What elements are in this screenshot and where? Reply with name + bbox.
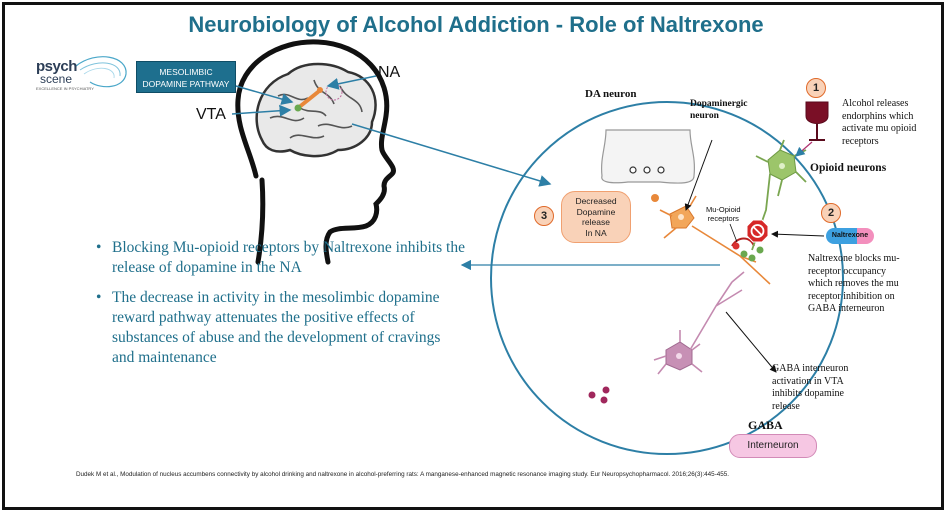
- stop-sign-icon: [746, 219, 769, 243]
- zoom-circle: [490, 101, 844, 455]
- wine-glass-icon: [805, 101, 829, 141]
- step-3-badge: 3: [534, 206, 554, 226]
- gaba-text-line-1: GABA interneuron: [772, 363, 849, 374]
- step-2-line-2: receptor occupancy: [808, 265, 887, 277]
- step-2-line-4: receptor inhibition on: [808, 290, 895, 302]
- step-2-text: Naltrexone blocks mu- receptor occupancy…: [808, 253, 900, 316]
- opioid-neurons-label: Opioid neurons: [810, 162, 887, 174]
- step-2-line-1: Naltrexone blocks mu-: [808, 253, 900, 264]
- bullet-dot-icon: •: [96, 239, 102, 256]
- step-1-line-4: receptors: [842, 135, 879, 147]
- decreased-line-2: Dopamine: [576, 206, 616, 217]
- step-2-line-5: GABA interneuron: [808, 303, 885, 314]
- dopaminergic-line-2: neuron: [690, 111, 719, 121]
- mu-opioid-line-2: receptors: [707, 214, 739, 223]
- page-title: Neurobiology of Alcohol Addiction - Role…: [188, 12, 764, 37]
- bullet-item: • Blocking Mu-opioid receptors by Naltre…: [96, 238, 466, 278]
- naltrexone-pill: Naltrexone: [826, 228, 874, 244]
- mesolimbic-line-2: DOPAMINE PATHWAY: [142, 79, 230, 89]
- step-2-line-3: which removes the mu: [808, 278, 899, 289]
- gaba-text-line-4: release: [772, 400, 800, 412]
- da-neuron-icon: [600, 129, 696, 184]
- dopaminergic-neuron-icon: [651, 194, 771, 285]
- na-label: NA: [378, 64, 401, 81]
- decreased-line-3: release: [582, 217, 610, 227]
- decreased-line-1: Decreased: [575, 196, 617, 206]
- bullet-item: • The decrease in activity in the mesoli…: [96, 288, 466, 368]
- mu-receptor-icon: [731, 237, 764, 262]
- step-1-text: Alcohol releases endorphins which activa…: [842, 98, 916, 148]
- vesicle-dots: [588, 386, 610, 404]
- logo-swirl-icon: [75, 56, 127, 88]
- step-2-badge: 2: [821, 203, 841, 223]
- na-arrow: [326, 75, 377, 90]
- bullet-text: Blocking Mu-opioid receptors by Naltrexo…: [112, 239, 465, 276]
- mu-opioid-line-1: Mu-Opioid: [706, 205, 741, 214]
- psychscene-logo: psych scene EXCELLENCE IN PSYCHIATRY: [36, 52, 132, 98]
- mu-pointer: [729, 223, 738, 243]
- step-1-line-3: activate mu opioid: [842, 123, 917, 134]
- logo-word-2: scene: [40, 72, 73, 86]
- brain-icon: [255, 62, 377, 158]
- zoom-arrow: [351, 123, 552, 187]
- naltrexone-arrow: [771, 230, 825, 238]
- gaba-text-line-3: inhibits dopamine: [772, 388, 844, 399]
- logo-tagline: EXCELLENCE IN PSYCHIATRY: [36, 86, 94, 91]
- bullet-list: • Blocking Mu-opioid receptors by Naltre…: [96, 238, 466, 378]
- gaba-activation-text: GABA interneuron activation in VTA inhib…: [772, 363, 848, 413]
- mu-opioid-label: Mu-Opioid receptors: [706, 205, 741, 223]
- step-1-line-1: Alcohol releases: [842, 98, 909, 109]
- interneuron-pill: Interneuron: [729, 434, 817, 458]
- citation-text: Dudek M et al., Modulation of nucleus ac…: [76, 471, 730, 478]
- vta-arrow: [231, 104, 292, 117]
- bullet-text: The decrease in activity in the mesolimb…: [112, 289, 441, 366]
- decreased-dopamine-box: Decreased Dopamine release In NA: [561, 191, 631, 243]
- da-neuron-label: DA neuron: [585, 88, 637, 100]
- head-silhouette-icon: [235, 39, 396, 265]
- vta-label: VTA: [196, 106, 226, 123]
- dopaminergic-pointer: [684, 139, 713, 211]
- dopaminergic-line-1: Dopaminergic: [690, 99, 748, 109]
- mesolimbic-arrow: [235, 85, 294, 105]
- gaba-interneuron-icon: [653, 271, 745, 375]
- bullet-dot-icon: •: [96, 289, 102, 306]
- gaba-pointer: [725, 311, 777, 373]
- mesolimbic-pathway-label: MESOLIMBIC DOPAMINE PATHWAY: [136, 61, 236, 93]
- logo-word-1: psych: [36, 58, 77, 75]
- alcohol-arrow: [795, 141, 813, 157]
- step-1-badge: 1: [806, 78, 826, 98]
- gaba-label: GABA: [748, 418, 783, 432]
- mesolimbic-line-1: MESOLIMBIC: [159, 67, 213, 77]
- step-1-line-2: endorphins which: [842, 110, 914, 122]
- gaba-text-line-2: activation in VTA: [772, 375, 844, 387]
- dopaminergic-label: Dopaminergic neuron: [690, 98, 748, 122]
- decreased-line-4: In NA: [585, 227, 607, 238]
